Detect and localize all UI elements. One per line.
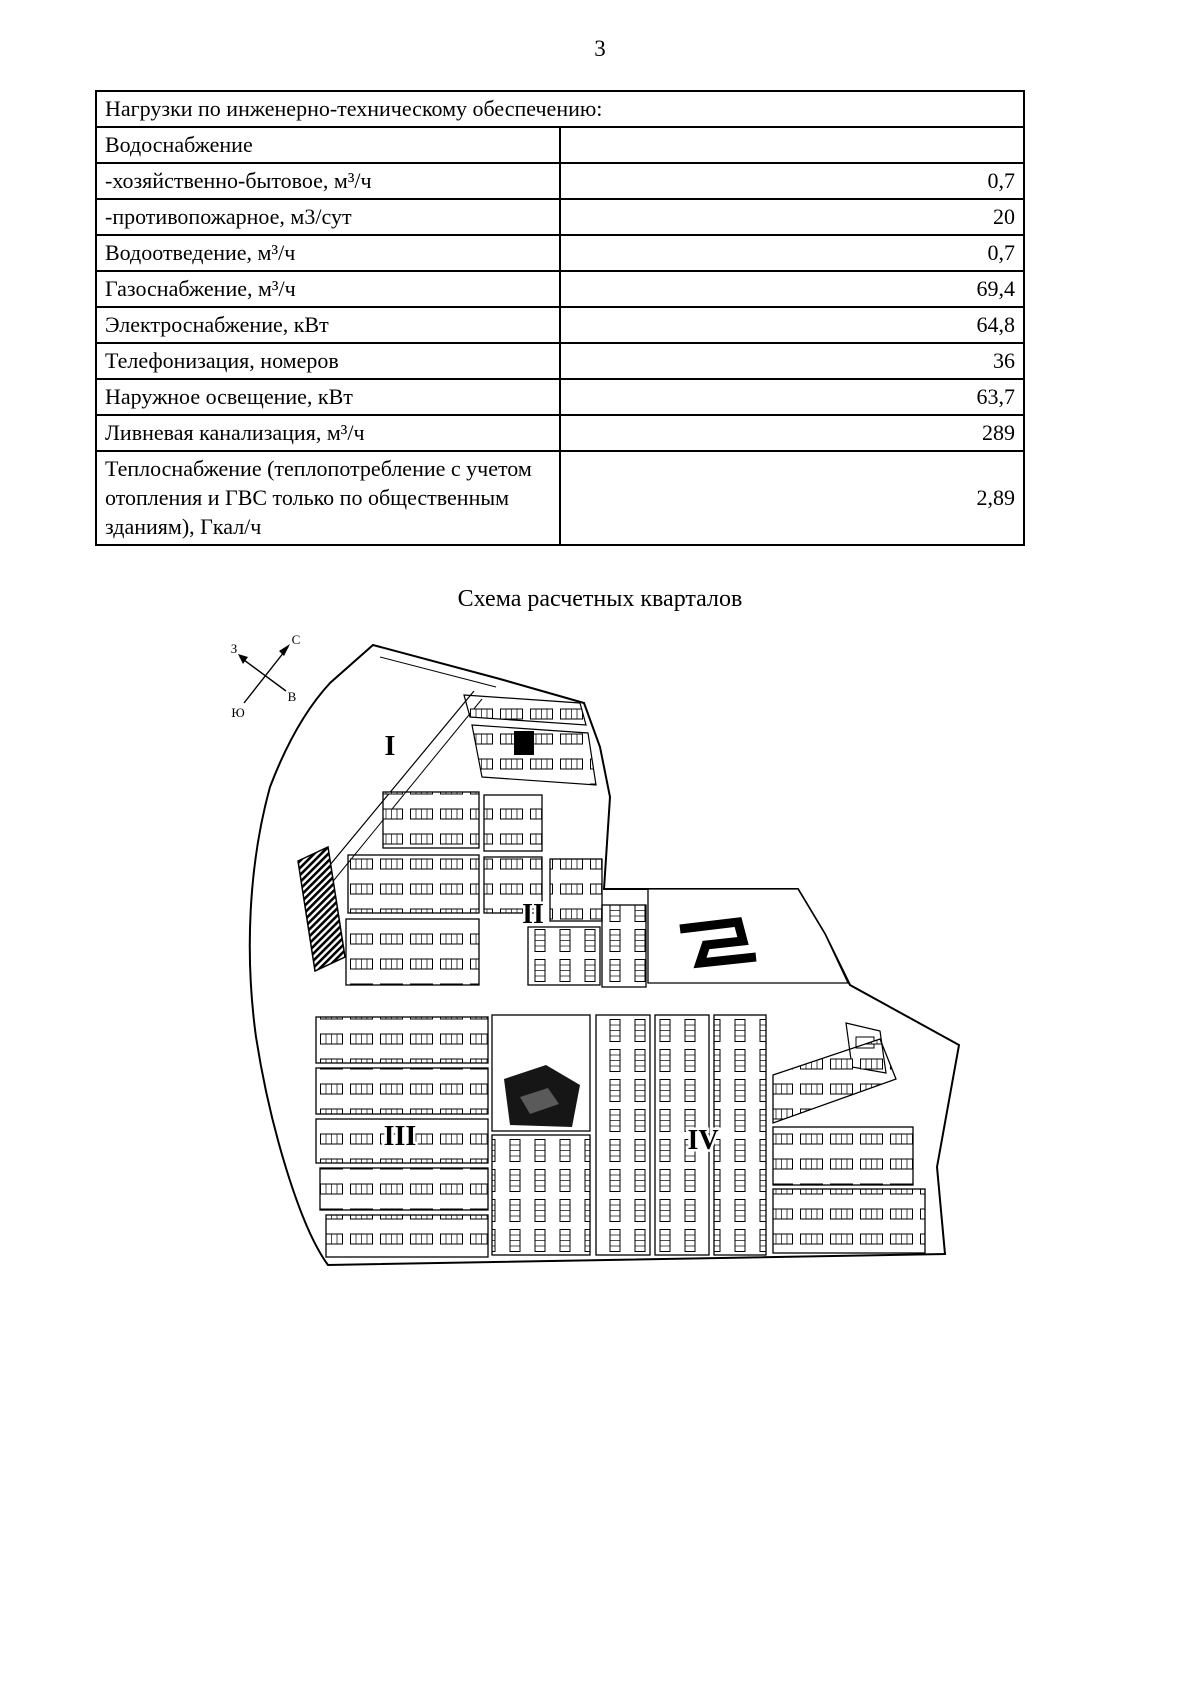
compass-east-label: В bbox=[288, 689, 297, 704]
table-row: Телефонизация, номеров 36 bbox=[95, 342, 1025, 380]
central-parcel bbox=[491, 1014, 591, 1256]
map-title: Схема расчетных кварталов bbox=[457, 586, 743, 612]
row-value bbox=[559, 126, 1025, 164]
quarter-label-1: I bbox=[385, 731, 396, 762]
quarter-2-area: II bbox=[345, 791, 603, 986]
row-label: Телефонизация, номеров bbox=[95, 342, 561, 380]
page-number: 3 bbox=[594, 36, 606, 61]
row-label: Наружное освещение, кВт bbox=[95, 378, 561, 416]
quarter-label-2: II bbox=[522, 899, 544, 930]
compass-icon: С З В Ю bbox=[231, 632, 301, 720]
quarter-label-4: IV bbox=[687, 1125, 718, 1156]
public-building-parcel bbox=[601, 888, 850, 988]
row-value: 69,4 bbox=[559, 270, 1025, 308]
row-value: 2,89 bbox=[559, 450, 1025, 546]
row-label: Газоснабжение, м³/ч bbox=[95, 270, 561, 308]
row-value: 0,7 bbox=[559, 162, 1025, 200]
row-value: 64,8 bbox=[559, 306, 1025, 344]
table-row: -противопожарное, м3/сут 20 bbox=[95, 198, 1025, 236]
table-row: Наружное освещение, кВт 63,7 bbox=[95, 378, 1025, 416]
top-building-cluster bbox=[463, 694, 597, 786]
table-row: Водоотведение, м³/ч 0,7 bbox=[95, 234, 1025, 272]
row-value: 63,7 bbox=[559, 378, 1025, 416]
table-row: Водоснабжение bbox=[95, 126, 1025, 164]
table-header-row: Нагрузки по инженерно-техническому обесп… bbox=[95, 90, 1025, 128]
row-value: 20 bbox=[559, 198, 1025, 236]
compass-west-label: З bbox=[231, 641, 238, 656]
table-row: Теплоснабжение (теплопотребление с учето… bbox=[95, 450, 1025, 546]
east-blocks bbox=[772, 1022, 926, 1254]
site-plan-drawing: С З В Ю I bbox=[231, 632, 961, 1267]
table-row: Электроснабжение, кВт 64,8 bbox=[95, 306, 1025, 344]
quarter-3-area: III bbox=[315, 1016, 489, 1258]
large-building bbox=[679, 917, 757, 969]
quarter-4-area: IV bbox=[595, 1014, 767, 1256]
compass-south-label: Ю bbox=[231, 705, 244, 720]
table-header: Нагрузки по инженерно-техническому обесп… bbox=[95, 90, 1025, 128]
table-row: -хозяйственно-бытовое, м³/ч 0,7 bbox=[95, 162, 1025, 200]
row-label: Водоотведение, м³/ч bbox=[95, 234, 561, 272]
table-row: Ливневая канализация, м³/ч 289 bbox=[95, 414, 1025, 452]
loads-table: Нагрузки по инженерно-техническому обесп… bbox=[95, 90, 1025, 546]
site-plan: С З В Ю I bbox=[228, 627, 1200, 1292]
table-row: Газоснабжение, м³/ч 69,4 bbox=[95, 270, 1025, 308]
quarter-1-area: I bbox=[297, 729, 398, 973]
site-boundary bbox=[248, 643, 961, 1267]
row-label: Водоснабжение bbox=[95, 126, 561, 164]
row-value: 0,7 bbox=[559, 234, 1025, 272]
row-label: Ливневая канализация, м³/ч bbox=[95, 414, 561, 452]
row-value: 36 bbox=[559, 342, 1025, 380]
row-value: 289 bbox=[559, 414, 1025, 452]
quarter-label-3: III bbox=[384, 1121, 417, 1152]
row-label: Электроснабжение, кВт bbox=[95, 306, 561, 344]
row-label: -противопожарное, м3/сут bbox=[95, 198, 561, 236]
row-label: Теплоснабжение (теплопотребление с учето… bbox=[95, 450, 561, 546]
compass-north-label: С bbox=[292, 632, 301, 647]
row-label: -хозяйственно-бытовое, м³/ч bbox=[95, 162, 561, 200]
